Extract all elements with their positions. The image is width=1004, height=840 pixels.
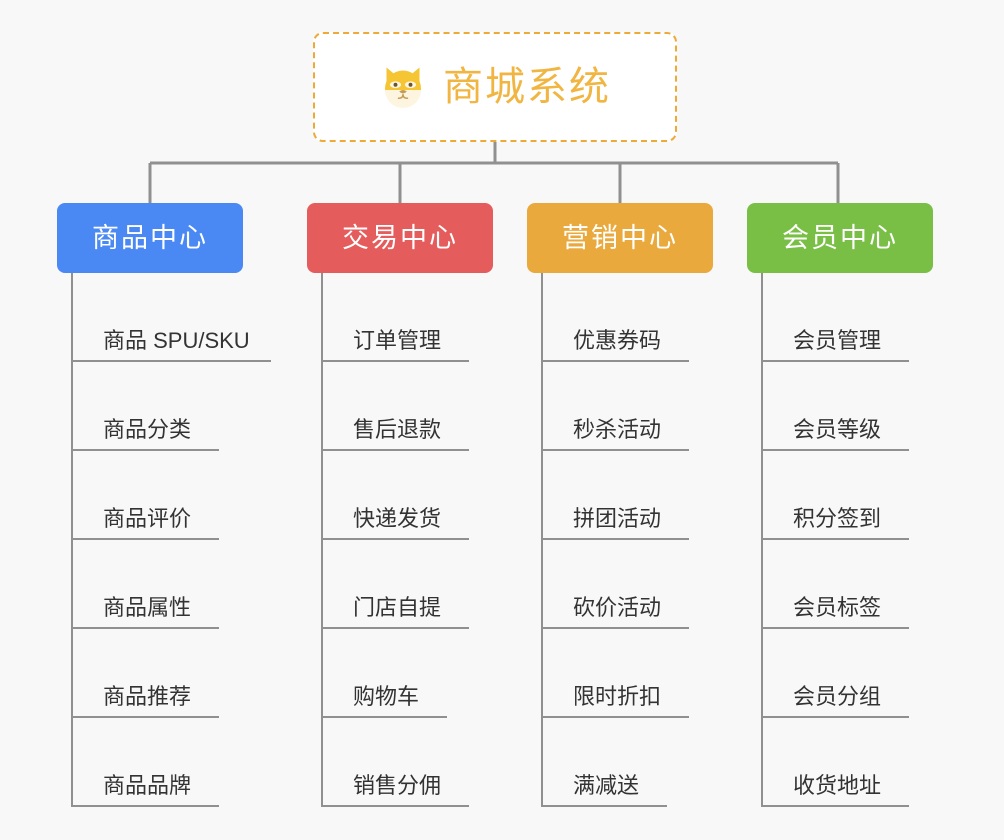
leaf-label: 会员等级	[793, 417, 882, 442]
leaf-item[interactable]: 订单管理	[307, 273, 493, 362]
leaf-underline	[321, 360, 469, 362]
leaf-underline	[761, 538, 909, 540]
leaf-label: 门店自提	[353, 595, 442, 620]
leaf-item[interactable]: 售后退款	[307, 362, 493, 451]
branch-column-2: 交易中心订单管理售后退款快递发货门店自提购物车销售分佣	[307, 203, 493, 807]
leaf-label: 秒杀活动	[573, 417, 662, 442]
leaf-underline	[71, 627, 219, 629]
branch-head-label: 会员中心	[782, 222, 898, 253]
leaf-label: 销售分佣	[353, 773, 442, 798]
leaf-trunk-line	[541, 273, 543, 807]
leaf-trunk-line	[761, 273, 763, 807]
leaf-item[interactable]: 满减送	[527, 718, 713, 807]
leaf-label: 优惠券码	[573, 328, 662, 353]
leaf-label: 砍价活动	[573, 595, 662, 620]
leaf-item[interactable]: 积分签到	[747, 451, 933, 540]
branch-head-4[interactable]: 会员中心	[747, 203, 933, 273]
leaf-label: 限时折扣	[573, 684, 662, 709]
root-node[interactable]: 商城系统	[313, 32, 677, 142]
leaf-label: 快递发货	[353, 506, 442, 531]
leaf-item[interactable]: 会员等级	[747, 362, 933, 451]
leaf-item[interactable]: 会员管理	[747, 273, 933, 362]
leaf-list: 会员管理会员等级积分签到会员标签会员分组收货地址	[747, 273, 933, 807]
leaf-item[interactable]: 销售分佣	[307, 718, 493, 807]
leaf-underline	[541, 716, 689, 718]
leaf-label: 会员标签	[793, 595, 882, 620]
leaf-item[interactable]: 秒杀活动	[527, 362, 713, 451]
leaf-label: 订单管理	[353, 328, 442, 353]
connector-group	[148, 142, 840, 203]
leaf-list: 订单管理售后退款快递发货门店自提购物车销售分佣	[307, 273, 493, 807]
leaf-label: 售后退款	[353, 417, 442, 442]
leaf-label: 购物车	[353, 684, 420, 709]
branch-head-3[interactable]: 营销中心	[527, 203, 713, 273]
leaf-label: 商品评价	[103, 506, 192, 531]
dog-face-icon	[385, 67, 421, 108]
branch-head-label: 营销中心	[562, 222, 678, 253]
leaf-underline	[321, 449, 469, 451]
leaf-label: 商品推荐	[103, 684, 192, 709]
root-title: 商城系统	[443, 65, 611, 109]
branch-head-1[interactable]: 商品中心	[57, 203, 243, 273]
leaf-label: 会员管理	[793, 328, 882, 353]
leaf-list: 商品 SPU/SKU 商品分类商品评价商品属性商品推荐商品品牌	[57, 273, 271, 807]
leaf-label: 商品 SPU/SKU	[103, 328, 250, 353]
leaf-trunk-line	[71, 273, 73, 807]
leaf-item[interactable]: 拼团活动	[527, 451, 713, 540]
leaf-label: 会员分组	[793, 684, 882, 709]
leaf-item[interactable]: 商品评价	[57, 451, 243, 540]
leaf-underline	[71, 360, 271, 362]
leaf-item[interactable]: 商品品牌	[57, 718, 243, 807]
leaf-label: 收货地址	[793, 773, 882, 798]
leaf-item[interactable]: 优惠券码	[527, 273, 713, 362]
leaf-trunk-line	[321, 273, 323, 807]
branch-column-3: 营销中心优惠券码秒杀活动拼团活动砍价活动限时折扣满减送	[527, 203, 713, 807]
leaf-item[interactable]: 会员分组	[747, 629, 933, 718]
leaf-item[interactable]: 购物车	[307, 629, 493, 718]
leaf-item[interactable]: 门店自提	[307, 540, 493, 629]
leaf-item[interactable]: 会员标签	[747, 540, 933, 629]
leaf-underline	[321, 538, 469, 540]
branch-column-1: 商品中心商品 SPU/SKU 商品分类商品评价商品属性商品推荐商品品牌	[57, 203, 271, 807]
leaf-underline	[541, 449, 689, 451]
branch-head-label: 交易中心	[342, 222, 458, 253]
leaf-label: 积分签到	[793, 506, 882, 531]
leaf-underline	[761, 360, 909, 362]
leaf-underline	[541, 538, 689, 540]
leaf-item[interactable]: 商品 SPU/SKU	[57, 273, 271, 362]
leaf-underline	[761, 449, 909, 451]
leaf-list: 优惠券码秒杀活动拼团活动砍价活动限时折扣满减送	[527, 273, 713, 807]
leaf-underline	[71, 716, 219, 718]
leaf-underline	[71, 538, 219, 540]
leaf-underline	[541, 805, 667, 807]
leaf-underline	[761, 627, 909, 629]
branch-head-label: 商品中心	[92, 222, 208, 253]
leaf-underline	[541, 360, 689, 362]
leaf-item[interactable]: 快递发货	[307, 451, 493, 540]
leaf-item[interactable]: 商品分类	[57, 362, 243, 451]
leaf-label: 满减送	[573, 773, 640, 798]
leaf-underline	[761, 716, 909, 718]
leaf-label: 商品分类	[103, 417, 192, 442]
leaf-underline	[71, 449, 219, 451]
leaf-underline	[761, 805, 909, 807]
leaf-label: 商品属性	[103, 595, 192, 620]
branch-column-4: 会员中心会员管理会员等级积分签到会员标签会员分组收货地址	[747, 203, 933, 807]
leaf-item[interactable]: 砍价活动	[527, 540, 713, 629]
branch-head-2[interactable]: 交易中心	[307, 203, 493, 273]
leaf-underline	[321, 627, 469, 629]
leaf-label: 商品品牌	[103, 773, 192, 798]
leaf-underline	[321, 716, 447, 718]
leaf-label: 拼团活动	[573, 506, 662, 531]
leaf-underline	[71, 805, 219, 807]
leaf-item[interactable]: 限时折扣	[527, 629, 713, 718]
leaf-item[interactable]: 商品属性	[57, 540, 243, 629]
leaf-underline	[541, 627, 689, 629]
leaf-item[interactable]: 商品推荐	[57, 629, 243, 718]
leaf-underline	[321, 805, 469, 807]
leaf-item[interactable]: 收货地址	[747, 718, 933, 807]
